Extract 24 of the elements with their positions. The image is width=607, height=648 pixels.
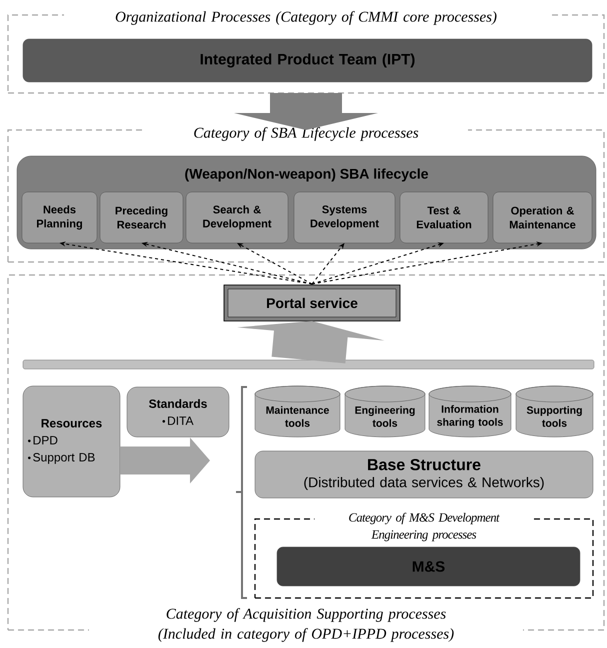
process-box: Search & Development [186, 192, 288, 244]
group-heading: Category of Acquisition Supporting processes (Included in category of OPD+IPPD processes) [89, 606, 523, 644]
process-box: Preceding Research [100, 192, 184, 244]
process-box: Operation & Maintenance [492, 192, 592, 244]
group-heading: Category of M&S Development Engineering processes [314, 510, 534, 544]
group-heading: Category of SBA Lifecycle processes [144, 125, 468, 143]
group-heading: Organizational Processes (Category of CMMI core processes) [64, 9, 548, 27]
tool-cylinder: Engineering tools [344, 386, 426, 438]
process-box: Integrated Product Team (IPT) [22, 38, 592, 82]
block-arrow [120, 438, 210, 484]
resource-box: Standards DITA [126, 386, 230, 438]
tool-cylinder: Maintenance tools [254, 386, 340, 438]
block-arrow [237, 321, 385, 364]
block-arrow [234, 93, 378, 130]
process-box: Test & Evaluation [400, 192, 488, 244]
process-box: M&S [276, 546, 580, 586]
tool-cylinder: Information sharing tools [428, 386, 512, 438]
tool-cylinder: Supporting tools [516, 386, 594, 438]
platform-bar [22, 360, 594, 370]
process-box: Base Structure (Distributed data services & Networks) [254, 450, 594, 498]
process-box: Needs Planning [22, 192, 98, 244]
portal-box: Portal service [224, 284, 400, 322]
process-box: Systems Development [294, 192, 396, 244]
resource-box: Resources DPD Support DB [22, 386, 120, 498]
